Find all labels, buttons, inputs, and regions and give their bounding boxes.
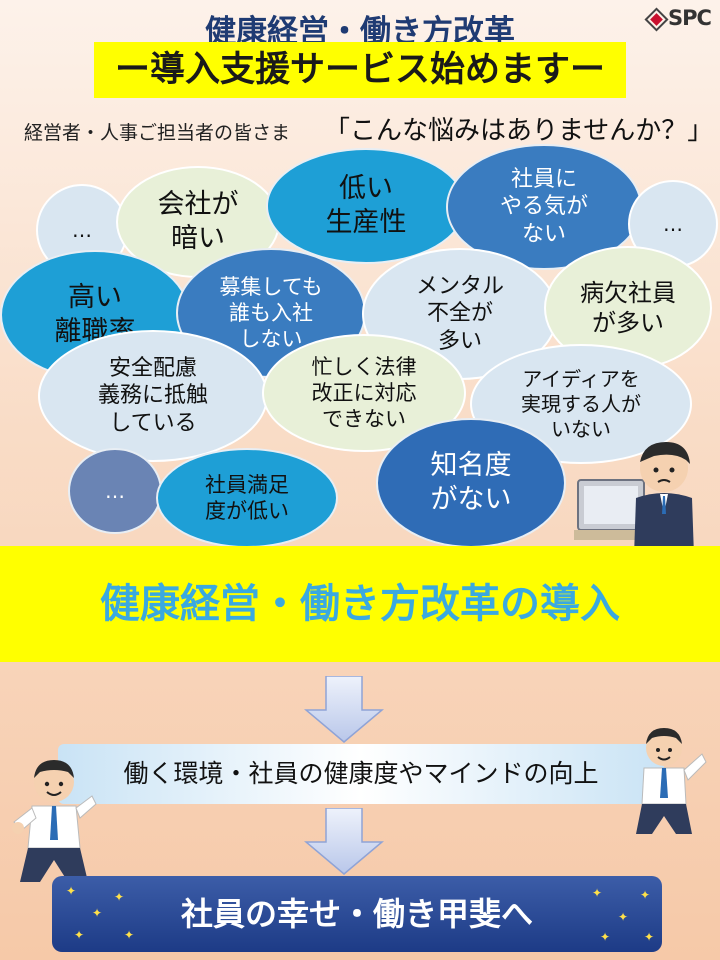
sparkle-icon: ✦ xyxy=(592,886,603,900)
worry-bubble: … xyxy=(68,448,162,534)
sparkle-icon: ✦ xyxy=(618,910,629,924)
spc-logo: SPC xyxy=(644,6,718,32)
sparkle-icon: ✦ xyxy=(640,888,651,902)
sparkle-icon: ✦ xyxy=(66,884,77,898)
sparkle-icon: ✦ xyxy=(74,928,85,942)
worry-bubble: 社員満足 度が低い xyxy=(156,448,338,548)
down-arrow-icon xyxy=(304,808,384,875)
worry-bubble: 低い 生産性 xyxy=(266,148,466,264)
solution-headline: 健康経営・働き方改革の導入 xyxy=(100,581,620,627)
sparkle-icon: ✦ xyxy=(644,930,655,944)
cheerful-man-right-illustration xyxy=(636,728,707,834)
worried-businessman-illustration xyxy=(574,442,694,556)
sparkle-icon: ✦ xyxy=(124,928,135,942)
worry-bubble: 知名度 がない xyxy=(376,418,566,548)
solution-band xyxy=(0,546,720,662)
sparkle-icon: ✦ xyxy=(92,906,103,920)
question-quote: 「こんな悩みはありませんか？」 xyxy=(324,116,714,146)
service-banner: ー導入支援サービス始めますー xyxy=(94,42,626,98)
sparkle-icon: ✦ xyxy=(600,930,611,944)
worry-bubble: 安全配慮 義務に抵触 している xyxy=(38,330,268,462)
audience-label: 経営者・人事ご担当者の皆さま xyxy=(24,122,291,144)
down-arrow-icon xyxy=(304,676,384,743)
logo-text: SPC xyxy=(668,6,712,30)
goal-box: ✦ ✦ ✦ ✦ ✦ ✦ ✦ ✦ ✦ ✦ xyxy=(52,876,662,952)
cheerful-man-left-illustration xyxy=(12,760,97,882)
goal-text: 社員の幸せ・働き甲斐へ xyxy=(180,895,533,933)
improvement-box: 働く環境・社員の健康度やマインドの向上 xyxy=(58,744,664,804)
sparkle-icon: ✦ xyxy=(114,890,125,904)
